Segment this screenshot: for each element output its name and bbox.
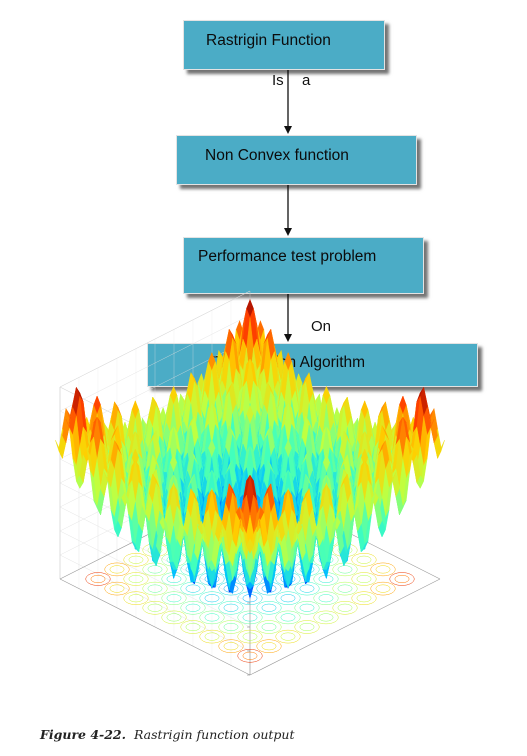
contour-ring [237,629,263,644]
contour-ring [185,584,201,593]
contour-ring [237,649,263,663]
contour-ring [161,591,187,605]
contour-ring [299,584,315,593]
contour-ring [256,620,282,634]
contour-ring [166,613,182,622]
contour-ring [223,622,239,632]
contour-ring [218,601,244,615]
contour-ring [256,639,282,653]
contour-ring [375,584,391,593]
contour-ring [318,613,334,622]
contour-ring [237,610,263,625]
contour-ring [261,642,277,651]
contour-ring [123,553,149,567]
contour-ring [204,613,220,622]
contour-ring [261,622,277,632]
contour-ring [389,572,415,586]
contour-ring [299,622,315,632]
figure-caption: Figure 4-22. Rastrigin function output [40,727,295,742]
contour-ring [280,632,296,641]
contour-ring [294,601,320,615]
contour-ring [351,591,377,605]
contour-ring [128,555,144,564]
contour-ring [199,610,225,625]
contour-ring [199,629,225,644]
contour-ring [123,591,149,605]
contour-ring [351,553,377,567]
floor-edge [59,578,251,676]
performance-test-problem-box: Performance test problem [183,237,424,294]
contour-ring [147,584,163,593]
caption-text: Rastrigin function output [133,727,295,742]
contour-ring [337,565,353,574]
contour-ring [299,603,315,612]
surface-patch [246,538,254,554]
figure-label: Figure 4-22. [40,727,126,742]
contour-ring [147,565,163,574]
contour-ring [337,584,353,593]
contour-ring [275,629,301,644]
contour-ring [351,572,377,586]
contour-ring [204,632,220,641]
contour-ring [332,601,358,615]
rastrigin-function-box: Rastrigin Function [183,20,385,70]
contour-ring [242,632,258,641]
contour-ring [180,601,206,615]
connector-label-on: On [311,318,332,335]
contour-ring [128,574,144,584]
contour-ring [223,642,239,651]
contour-ring [337,603,353,612]
connector-label-is: Is [272,72,284,89]
contour-ring [275,610,301,625]
contour-ring [370,562,396,577]
contour-ring [370,581,396,596]
contour-ring [313,591,339,605]
non-convex-function-box: Non Convex function [176,135,417,185]
contour-ring [166,594,182,603]
contour-ring [356,574,372,584]
contour-ring [199,591,225,605]
contour-ring [104,581,130,596]
contour-ring [356,555,372,564]
contour-ring [104,562,130,577]
contour-ring [147,603,163,612]
contour-ring [128,594,144,603]
contour-ring [218,639,244,653]
contour-ring [280,594,296,603]
surface-mesh [55,299,445,599]
contour-ring [356,594,372,603]
contour-ring [90,574,106,584]
contour-ring [242,613,258,622]
contour-ring [204,594,220,603]
contour-ring [275,591,301,605]
contour-ring [332,581,358,596]
contour-ring [161,610,187,625]
contour-ring [223,603,239,612]
contour-ring [142,601,168,615]
contour-ring [218,620,244,634]
contour-ring [180,620,206,634]
contour-ring [109,584,125,593]
contour-ring [294,620,320,634]
contour-ring [142,581,168,596]
contour-ring [109,565,125,574]
connector-label-a: a [302,72,311,89]
rastrigin-surface-plot [55,290,445,676]
contour-ring [85,572,111,586]
contour-ring [318,594,334,603]
contour-ring [375,565,391,574]
contour-ring [242,651,258,660]
contour-ring [280,613,296,622]
floor-edge [249,578,441,676]
contour-ring [185,603,201,612]
contour-ring [185,622,201,632]
contour-ring [123,572,149,586]
contour-ring [394,574,410,584]
contour-ring [294,581,320,596]
contour-ring [313,610,339,625]
contour-ring [256,601,282,615]
contour-ring [332,562,358,577]
contour-ring [261,603,277,612]
